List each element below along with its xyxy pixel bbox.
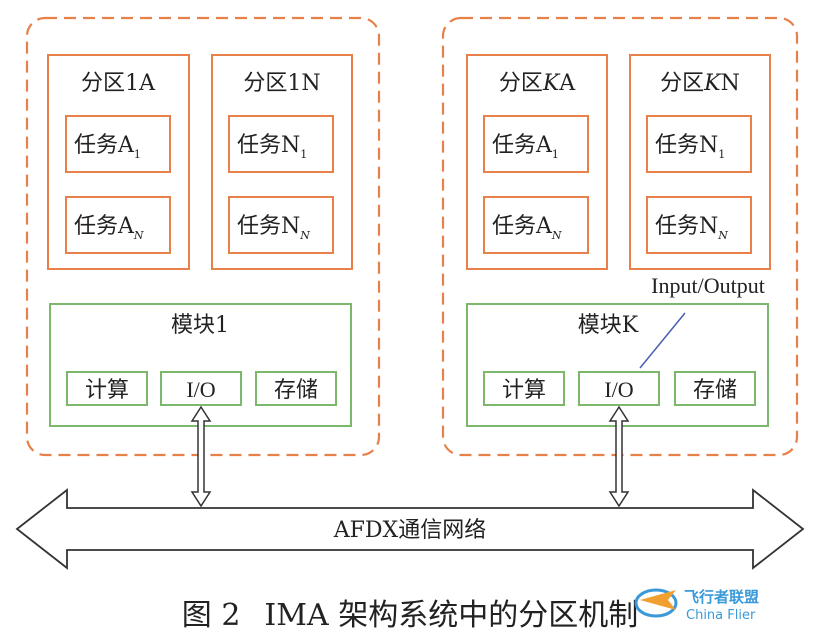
task-label: 任务AN <box>492 214 562 242</box>
watermark-plane-icon <box>640 590 676 610</box>
task-box <box>483 115 589 173</box>
io-unit-box <box>160 371 242 406</box>
storage-unit-box <box>674 371 756 406</box>
task-box <box>483 196 589 254</box>
task-box <box>646 115 752 173</box>
task-box <box>646 196 752 254</box>
task-label: 任务NN <box>655 214 728 242</box>
task-label: 任务N1 <box>237 133 307 161</box>
io-unit-label: I/O <box>604 377 633 402</box>
afdx-network-arrow <box>15 488 805 570</box>
partition-1n-title: 分区1N <box>243 71 320 96</box>
module-k-title: 模块K <box>578 313 639 338</box>
task-box <box>65 196 171 254</box>
io-annotation-leader <box>639 312 686 369</box>
partition-kn-title: 分区KN <box>660 71 740 96</box>
module-k: 模块K 计算 I/O 存储 <box>466 303 769 427</box>
io-link-arrow-right <box>608 405 630 508</box>
partition-group-1: 分区1A 任务A1 任务AN 分区1N 任务N1 任务NN 模块1 计算 I/O… <box>25 16 381 457</box>
storage-unit-label: 存储 <box>693 378 737 403</box>
task-label: 任务AN <box>74 214 144 242</box>
figure-caption: 图 2 IMA 架构系统中的分区机制 <box>182 598 638 633</box>
figure-title: IMA 架构系统中的分区机制 <box>264 598 638 633</box>
watermark: 飞行者联盟 China Flier <box>634 588 759 623</box>
watermark-en: China Flier <box>686 608 756 623</box>
partition-1a: 分区1A 任务A1 任务AN <box>47 54 190 270</box>
partition-kn: 分区KN 任务N1 任务NN <box>629 54 771 270</box>
watermark-cn: 飞行者联盟 <box>684 588 759 606</box>
io-unit-label: I/O <box>186 377 215 402</box>
compute-unit-label: 计算 <box>85 378 129 403</box>
io-unit-box <box>578 371 660 406</box>
partition-ka-title: 分区KA <box>499 71 576 96</box>
afdx-network-label: AFDX通信网络 <box>333 518 486 543</box>
watermark-logo-icon <box>634 588 678 618</box>
module-1-title: 模块1 <box>171 313 229 338</box>
compute-unit-box <box>483 371 565 406</box>
io-annotation: Input/Output <box>651 273 765 298</box>
partition-ka: 分区KA 任务A1 任务AN <box>466 54 608 270</box>
task-label: 任务A1 <box>492 133 559 161</box>
task-label: 任务N1 <box>655 133 725 161</box>
task-box <box>228 196 334 254</box>
storage-unit-label: 存储 <box>274 378 318 403</box>
compute-unit-box <box>66 371 148 406</box>
io-link-arrow-left <box>190 405 212 508</box>
task-label: 任务NN <box>237 214 310 242</box>
storage-unit-box <box>255 371 337 406</box>
partition-1a-title: 分区1A <box>81 71 156 96</box>
partition-1n: 分区1N 任务N1 任务NN <box>211 54 353 270</box>
figure-number: 图 2 <box>182 598 241 633</box>
compute-unit-label: 计算 <box>502 378 546 403</box>
task-box <box>228 115 334 173</box>
partition-group-k: 分区KA 任务A1 任务AN 分区KN 任务N1 任务NN Input/Outp… <box>441 16 799 457</box>
task-label: 任务A1 <box>74 133 141 161</box>
task-box <box>65 115 171 173</box>
